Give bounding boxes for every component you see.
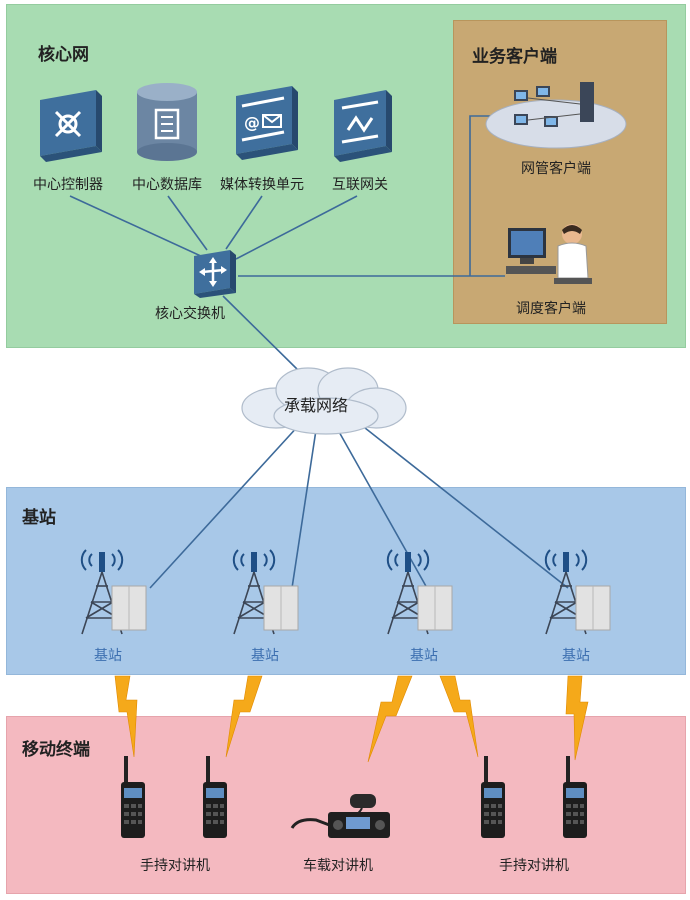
core-network-title: 核心网 <box>38 45 89 65</box>
handheld-radio-icon-4 <box>563 756 587 838</box>
central-database-label: 中心数据库 <box>132 177 202 193</box>
base-station-tower-icon-2 <box>232 549 299 635</box>
svg-text:@: @ <box>244 113 260 132</box>
central-controller-label: 中心控制器 <box>33 177 103 193</box>
handheld-radio-icon-2 <box>203 756 227 838</box>
handheld-radio-icon-1 <box>121 756 145 838</box>
central-database-icon <box>137 83 197 161</box>
interconnect-gateway-label: 互联网关 <box>332 177 388 193</box>
core-switch-label: 核心交换机 <box>155 306 225 322</box>
core-switch-icon <box>194 250 236 298</box>
vehicle-radio-icon <box>290 794 390 838</box>
dispatch-client-label: 调度客户端 <box>516 301 586 317</box>
handheld-radio-label-left: 手持对讲机 <box>140 858 210 874</box>
base-station-label-1: 基站 <box>94 648 122 664</box>
media-conversion-unit-icon: @ <box>236 86 298 160</box>
bearer-network-cloud-icon <box>241 367 407 435</box>
base-station-label-2: 基站 <box>251 648 279 664</box>
central-controller-icon <box>40 90 102 162</box>
bearer-network-label: 承载网络 <box>283 396 349 415</box>
base-station-tower-icon-1 <box>80 549 147 635</box>
base-station-tower-icon-3 <box>386 549 453 635</box>
handheld-radio-label-right: 手持对讲机 <box>499 858 569 874</box>
base-station-zone <box>6 487 686 675</box>
base-station-label-4: 基站 <box>562 648 590 664</box>
business-client-title: 业务客户端 <box>472 47 557 67</box>
interconnect-gateway-icon <box>334 90 392 162</box>
network-management-client-label: 网管客户端 <box>521 161 591 177</box>
network-management-client-icon <box>485 82 627 149</box>
mobile-terminal-title: 移动终端 <box>22 740 90 760</box>
handheld-radio-icon-3 <box>481 756 505 838</box>
vehicle-radio-label: 车载对讲机 <box>303 858 373 874</box>
base-station-title: 基站 <box>22 508 56 528</box>
media-conversion-unit-label: 媒体转换单元 <box>220 177 304 193</box>
base-station-label-3: 基站 <box>410 648 438 664</box>
base-station-tower-icon-4 <box>544 549 611 635</box>
dispatch-client-icon <box>506 224 592 284</box>
